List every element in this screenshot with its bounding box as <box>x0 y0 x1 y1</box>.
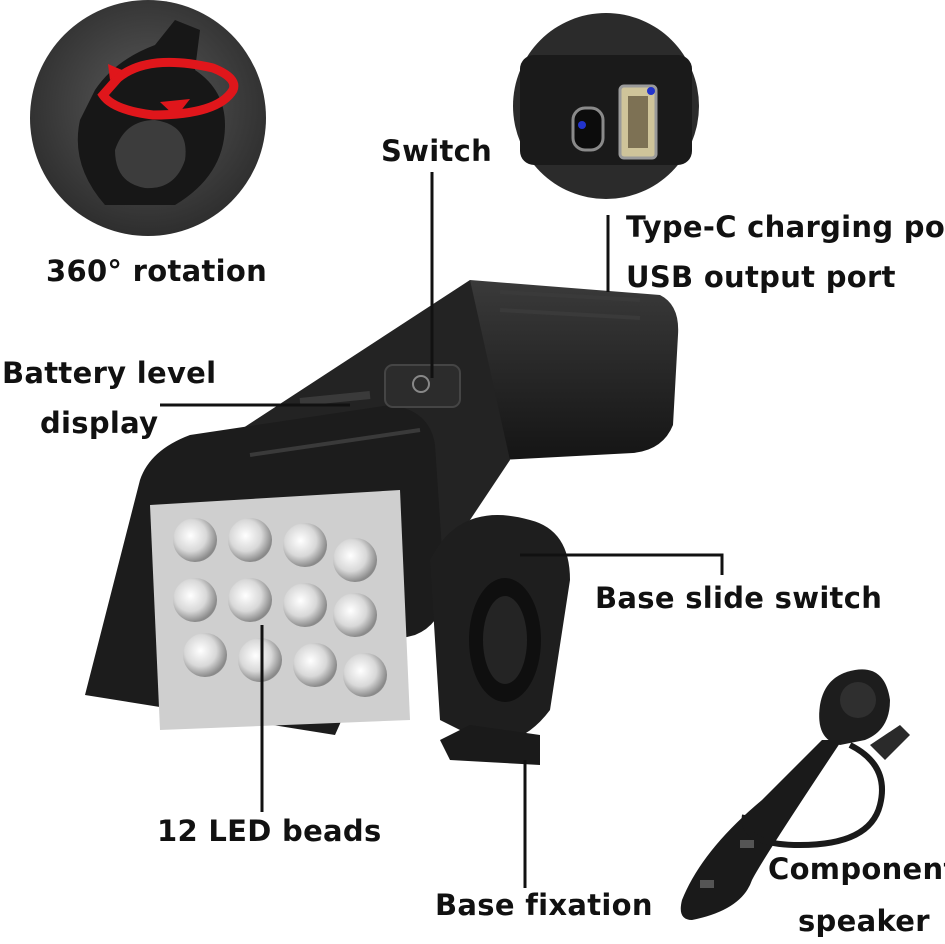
base-mount <box>430 515 570 765</box>
component-speaker-label-line2: speaker <box>798 904 930 938</box>
switch-label: Switch <box>381 134 493 168</box>
type-c-port-label: Type-C charging port <box>626 210 945 244</box>
base-fixation-label: Base fixation <box>435 888 653 922</box>
base-slide-leader <box>520 553 724 575</box>
battery-level-label-line2: display <box>40 406 159 440</box>
led-beads-label: 12 LED beads <box>157 814 382 848</box>
usb-output-port-label: USB output port <box>626 260 896 294</box>
led-beads <box>173 518 387 697</box>
speaker-accessory <box>680 669 910 920</box>
component-speaker-label-line1: Component <box>768 852 945 886</box>
rotation-label: 360° rotation <box>46 254 268 288</box>
ports-inset <box>513 13 699 199</box>
battery-level-label-line1: Battery level <box>2 356 217 390</box>
base-slide-switch-label: Base slide switch <box>595 581 883 615</box>
rotation-inset <box>30 0 266 236</box>
led-panel <box>150 490 410 730</box>
leader-lines <box>160 172 724 888</box>
